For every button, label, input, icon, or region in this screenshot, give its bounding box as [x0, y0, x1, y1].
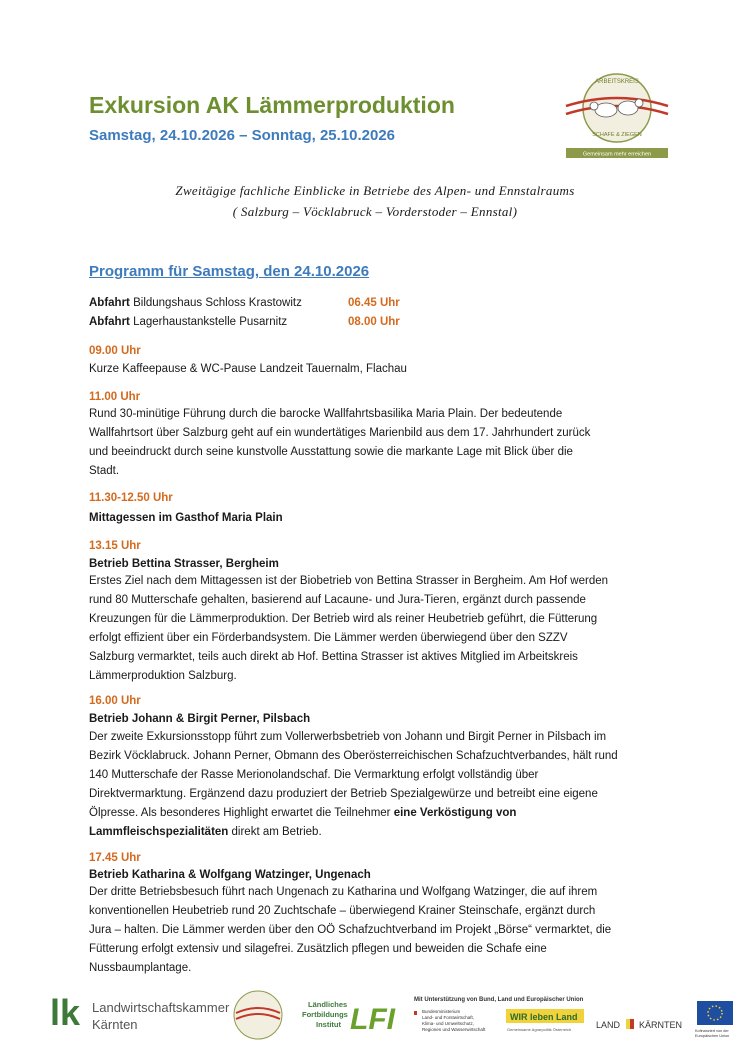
eu-text: Europäischen Union: [695, 1034, 729, 1038]
footer-logo-strip: lk Landwirtschaftskammer Kärnten Ländlic…: [50, 990, 733, 1040]
eu-text: Kofinanziert von der: [695, 1029, 730, 1033]
text-segment: Ölpresse. Als besonderes Highlight erwar…: [89, 807, 391, 819]
ministry-text: Regionen und Wasserwirtschaft: [422, 1027, 486, 1032]
wir-leben-land: WIR leben Land: [510, 1012, 578, 1022]
schedule-time: 13.15 Uhr: [89, 540, 141, 552]
departure-label: Abfahrt: [89, 297, 130, 309]
schedule-text: Erstes Ziel nach dem Mittagessen ist der…: [89, 572, 669, 686]
text-line: Der dritte Betriebsbesuch führt nach Ung…: [89, 886, 598, 898]
schedule-text: Rund 30-minütige Führung durch die baroc…: [89, 405, 669, 481]
text-line: Lammfleischspezialitäten direkt am Betri…: [89, 823, 669, 842]
program-heading: Programm für Samstag, den 24.10.2026: [89, 263, 370, 280]
schedule-subtitle: Betrieb Katharina & Wolfgang Watzinger, …: [89, 869, 371, 881]
ministry-text: Klima- und Umweltschutz,: [422, 1021, 474, 1026]
text-line: Direktvermarktung. Ergänzend dazu produz…: [89, 788, 598, 800]
text-line: Lämmerproduktion Salzburg.: [89, 670, 237, 682]
lk-name: Landwirtschaftskammer: [92, 1000, 230, 1015]
departure-place: Lagerhaustankstelle Pusarnitz: [133, 316, 288, 328]
text-line: Salzburg vermarktet, teils auch direkt a…: [89, 651, 578, 663]
schedule-time: 11.00 Uhr: [89, 391, 141, 403]
kaernten-text: KÄRNTEN: [639, 1020, 682, 1030]
text-line: Rund 30-minütige Führung durch die baroc…: [89, 408, 563, 420]
lfi-text: Institut: [316, 1020, 341, 1029]
support-text: Mit Unterstützung von Bund, Land und Eur…: [414, 997, 584, 1003]
intro-line-1: Zweitägige fachliche Einblicke in Betrie…: [175, 183, 575, 198]
schedule-subtitle: Betrieb Johann & Birgit Perner, Pilsbach: [89, 713, 311, 725]
text-line: Stadt.: [89, 465, 120, 477]
text-line: und beeindruckt durch seine kunstvolle A…: [89, 446, 573, 458]
event-dates: Samstag, 24.10.2026 – Sonntag, 25.10.202…: [89, 127, 396, 144]
highlight-text: eine Verköstigung von: [393, 807, 517, 819]
text-line: Kreuzungen für die Lämmerproduktion. Der…: [89, 613, 598, 625]
text-line: Nussbaumplantage.: [89, 962, 192, 974]
text-line: konventionellen Heubetrieb rund 20 Zucht…: [89, 905, 596, 917]
wir-subtext: Gemeinsame Agrarpolitik Österreich: [507, 1027, 571, 1032]
schedule-subtitle: Betrieb Bettina Strasser, Bergheim: [89, 558, 279, 570]
schedule-subtitle: Mittagessen im Gasthof Maria Plain: [89, 512, 283, 524]
text-line: Erstes Ziel nach dem Mittagessen ist der…: [89, 575, 609, 587]
lk-mark: lk: [50, 992, 81, 1033]
text-line: Bezirk Vöcklabruck. Johann Perner, Obman…: [89, 750, 618, 762]
land-text: LAND: [596, 1020, 621, 1030]
text-line: rund 80 Mutterschafe gehalten, basierend…: [89, 594, 586, 606]
schedule-time: 11.30-12.50 Uhr: [89, 492, 173, 504]
intro-line-2: ( Salzburg – Vöcklabruck – Vorderstoder …: [232, 204, 518, 219]
text-line: Fütterung erfolgt extensiv und silagefre…: [89, 943, 547, 955]
logo-text-bottom: SCHAFE & ZIEGEN: [592, 132, 642, 138]
schedule-time: 16.00 Uhr: [89, 695, 141, 707]
ministry-text: Land- und Forstwirtschaft,: [422, 1015, 474, 1020]
text-segment: direkt am Betrieb.: [228, 826, 322, 838]
departure-row: Abfahrt Bildungshaus Schloss Krastowitz: [89, 297, 302, 309]
lk-name: Kärnten: [92, 1017, 138, 1032]
departure-place: Bildungshaus Schloss Krastowitz: [133, 297, 302, 309]
logo-slogan: Gemeinsam mehr erreichen: [583, 152, 651, 158]
highlight-text: Lammfleischspezialitäten: [89, 826, 229, 838]
lfi-mark: LFI: [350, 1003, 396, 1036]
text-line: erfolgt effizient über ein Förderbandsys…: [89, 632, 568, 644]
footer-logos: lk Landwirtschaftskammer Kärnten Ländlic…: [0, 985, 750, 1045]
text-line: Jura – halten. Die Lämmer werden über de…: [89, 924, 612, 936]
departure-label: Abfahrt: [89, 316, 130, 328]
departure-row: Abfahrt Lagerhaustankstelle Pusarnitz: [89, 316, 287, 328]
lfi-text: Ländliches: [308, 1000, 347, 1009]
text-line: 140 Mutterschafe der Rasse Merionolandsc…: [89, 769, 539, 781]
schedule-time: 09.00 Uhr: [89, 345, 141, 357]
text-line: Der zweite Exkursionsstopp führt zum Vol…: [89, 731, 607, 743]
schedule-time: 17.45 Uhr: [89, 852, 141, 864]
departure-time: 06.45 Uhr: [348, 297, 400, 309]
text-line: Wallfahrtsort über Salzburg geht auf ein…: [89, 427, 591, 439]
logo-text-top: ARBEITSKREIS: [595, 79, 639, 85]
arbeitskreis-logo: ARBEITSKREIS SCHAFE & ZIEGEN Gemeinsam m…: [565, 73, 669, 158]
schedule-text: Der dritte Betriebsbesuch führt nach Ung…: [89, 883, 669, 978]
schedule-text: Der zweite Exkursionsstopp führt zum Vol…: [89, 728, 669, 842]
page-title: Exkursion AK Lämmerproduktion: [89, 92, 455, 118]
text-line: Kurze Kaffeepause & WC-Pause Landzeit Ta…: [89, 363, 407, 375]
text-line: Ölpresse. Als besonderes Highlight erwar…: [89, 804, 669, 823]
schedule-text: Kurze Kaffeepause & WC-Pause Landzeit Ta…: [89, 360, 669, 379]
lfi-text: Fortbildungs: [302, 1010, 348, 1019]
departure-time: 08.00 Uhr: [348, 316, 400, 328]
ministry-text: Bundesministerium: [422, 1009, 461, 1014]
